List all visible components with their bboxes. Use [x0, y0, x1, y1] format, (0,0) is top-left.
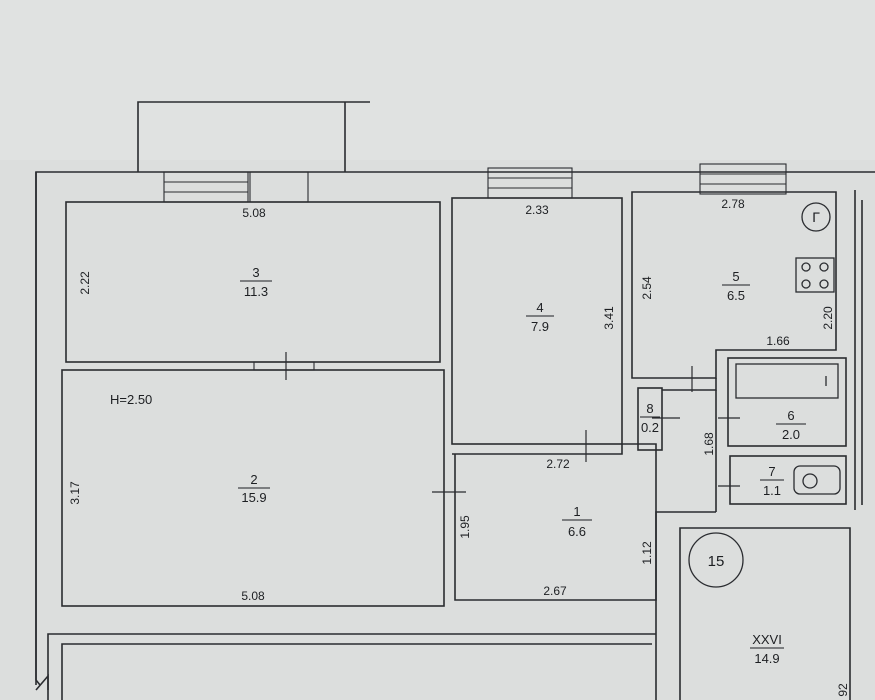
room-7-number: 7: [768, 464, 775, 479]
paper-light-area: [0, 0, 875, 160]
room-2-area: 15.9: [241, 490, 266, 505]
room-8-area: 0.2: [641, 420, 659, 435]
dim-room4-right: 3.41: [602, 306, 616, 330]
ceiling-height: H=2.50: [110, 392, 152, 407]
dim-room5-right: 2.20: [821, 306, 835, 330]
room-2-number: 2: [250, 472, 257, 487]
room-6-outline: [727, 357, 847, 447]
dim-corridor-left: 1.12: [640, 541, 654, 565]
room-3-area: 11.3: [244, 284, 268, 299]
stove-label: Г: [812, 209, 820, 225]
room-4-number: 4: [536, 300, 543, 315]
room-xxvi-number: XXVI: [752, 632, 782, 647]
dim-room2-bottom: 5.08: [241, 589, 265, 603]
room-1-area: 6.6: [568, 524, 586, 539]
room-1-label: 1 6.6: [562, 504, 592, 539]
bathtub: [735, 363, 839, 399]
balcony: [137, 101, 370, 172]
dim-room5-left: 2.54: [640, 276, 654, 300]
dim-room1-top: 2.72: [546, 457, 570, 471]
door-room3-room2: [253, 352, 315, 380]
room-3-label: 3 11.3: [240, 265, 272, 299]
lower-wall: [47, 633, 656, 700]
room-5-number: 5: [732, 269, 739, 284]
room-7-area: 1.1: [763, 483, 781, 498]
dim-room1-left: 1.95: [458, 515, 472, 539]
room-xxvi-outline: [679, 527, 851, 700]
room-7-outline: [729, 455, 847, 505]
room-5-area: 6.5: [727, 288, 745, 303]
dim-room5-top: 2.78: [721, 197, 745, 211]
room-7-label: 7 1.1: [760, 464, 784, 498]
room-5-label: 5 6.5: [722, 269, 750, 303]
dim-room2-left: 3.17: [68, 481, 82, 505]
room-5-outline: [631, 191, 837, 379]
dim-room1-bottom: 2.67: [543, 584, 567, 598]
room-1-number: 1: [573, 504, 580, 519]
toilet-bowl: [802, 473, 818, 489]
room-4-label: 4 7.9: [526, 300, 554, 334]
room-6-number: 6: [787, 408, 794, 423]
room-xxvi-area: 14.9: [754, 651, 779, 666]
room-4-area: 7.9: [531, 319, 549, 334]
stair-marker: 15: [688, 532, 744, 588]
room-8-number: 8: [646, 401, 653, 416]
stair-marker-label: 15: [708, 553, 725, 570]
window-room5: [699, 163, 787, 195]
dim-room4-top: 2.33: [525, 203, 549, 217]
dim-bath-left: 1.68: [702, 432, 716, 456]
room-1-outline: [452, 443, 657, 601]
room-6-area: 2.0: [782, 427, 800, 442]
room-8-outline: [637, 387, 663, 451]
dim-room3-left: 2.22: [78, 271, 92, 295]
room-xxvi-label: XXVI 14.9: [750, 632, 784, 666]
room-4-outline: [451, 197, 623, 445]
dim-room5-bottom: 1.66: [766, 334, 790, 348]
stove: Г: [795, 202, 835, 293]
dim-room3-top: 5.08: [242, 206, 266, 220]
room-2-label: 2 15.9: [238, 472, 270, 505]
room-2-outline: [61, 369, 445, 607]
room-6-label: 6 2.0: [776, 408, 806, 442]
room-3-outline: [65, 201, 441, 363]
room-8-label: 8 0.2: [640, 401, 660, 435]
room-3-number: 3: [252, 265, 259, 280]
toilet-tank: [793, 465, 841, 495]
dim-right-edge: 92: [836, 683, 850, 697]
